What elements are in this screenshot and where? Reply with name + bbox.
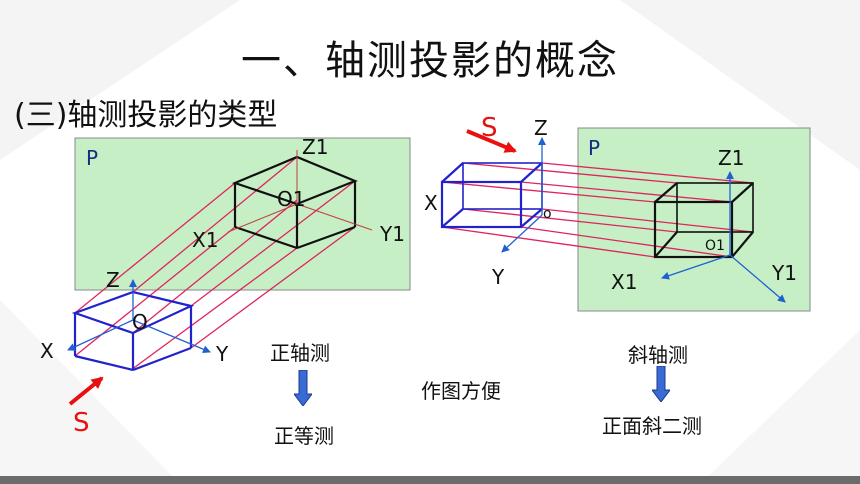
left-o1-label: O1: [277, 187, 306, 211]
slide-subtitle: (三)轴测投影的类型: [14, 98, 278, 133]
left-y1-label: Y1: [380, 222, 405, 246]
left-projected-axes: [227, 150, 373, 233]
left-y-label: Y: [216, 342, 229, 366]
right-down-arrow-icon: [652, 366, 670, 402]
right-o1-label: O1: [705, 238, 725, 254]
right-plane-label: P: [588, 136, 601, 160]
right-projectors: [441, 162, 754, 258]
right-direction-label: S: [481, 113, 498, 143]
right-o-label: o: [543, 206, 552, 222]
left-z1-label: Z1: [302, 135, 329, 159]
left-subtype-caption: 正等测: [274, 424, 334, 448]
left-o-label: O: [132, 310, 148, 334]
left-object-axes: [67, 279, 211, 354]
right-projected-box: [653, 182, 754, 259]
bottom-bar: [0, 476, 860, 484]
right-projected-axes: [661, 171, 786, 303]
right-direction-arrow: [466, 129, 517, 153]
right-z-label: Z: [534, 116, 548, 140]
right-x1-label: X1: [611, 270, 638, 294]
right-subtype-caption: 正面斜二测: [602, 414, 702, 438]
left-down-arrow-icon: [294, 370, 312, 406]
left-x1-label: X1: [192, 228, 219, 252]
slide-title: 一、轴测投影的概念: [241, 38, 619, 84]
middle-note: 作图方便: [421, 379, 501, 403]
right-z1-label: Z1: [718, 146, 745, 170]
right-x-label: X: [424, 191, 438, 215]
right-projection-plane: [577, 127, 811, 312]
right-type-caption: 斜轴测: [628, 343, 688, 367]
left-x-label: X: [40, 339, 54, 363]
left-direction-arrow: [68, 376, 104, 406]
right-object-axes: [501, 137, 546, 253]
left-type-caption: 正轴测: [270, 341, 330, 365]
left-projectors: [74, 156, 356, 371]
right-y1-label: Y1: [772, 261, 797, 285]
left-projected-box: [231, 155, 358, 250]
right-object-box: [440, 162, 543, 229]
right-y-label: Y: [492, 265, 505, 289]
left-plane-label: P: [86, 146, 99, 170]
left-z-label: Z: [106, 268, 120, 292]
left-direction-label: S: [73, 408, 90, 438]
